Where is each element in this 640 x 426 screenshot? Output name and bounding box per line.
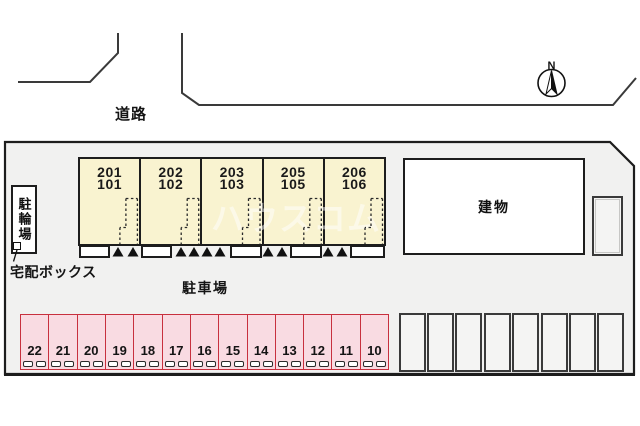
bicycle-parking-label: 駐輪場 xyxy=(16,197,32,242)
unmarked-parking-space xyxy=(512,313,540,372)
porch xyxy=(78,244,111,258)
wheel-stops xyxy=(248,361,275,367)
road-label: 道路 xyxy=(115,106,148,123)
parking-space-number: 18 xyxy=(140,343,156,358)
wheel-stops xyxy=(106,361,133,367)
parking-space: 12 xyxy=(303,315,331,369)
unmarked-parking-space xyxy=(398,313,426,372)
unit-number-lower: 103 xyxy=(219,176,245,192)
wheel-stops xyxy=(219,361,246,367)
unit-number-lower: 102 xyxy=(158,176,184,192)
porch xyxy=(141,244,172,258)
parking-space-number: 14 xyxy=(253,343,269,358)
wheel-stops xyxy=(21,361,48,367)
parking-space-number: 20 xyxy=(84,343,99,358)
delivery-box xyxy=(13,242,21,250)
unit-number-lower: 106 xyxy=(341,176,367,192)
wheel-stops xyxy=(78,361,105,367)
porch xyxy=(290,244,322,258)
delivery-box-label: 宅配ボックス xyxy=(10,264,97,280)
wheel-stops xyxy=(304,361,331,367)
porch xyxy=(230,244,262,258)
porch xyxy=(350,244,385,258)
wheel-stops xyxy=(134,361,161,367)
parking-space-number: 12 xyxy=(310,343,326,358)
wheel-stops xyxy=(276,361,303,367)
parking-space: 17 xyxy=(161,315,190,369)
parking-space-number: 16 xyxy=(197,343,212,358)
watermark: ハウスコム xyxy=(211,200,381,237)
parking-space: 13 xyxy=(274,315,303,369)
parking-space-number: 19 xyxy=(112,343,127,358)
parking-space: 16 xyxy=(189,315,218,369)
numbered-parking-row: 22 21 20 19 18 17 16 15 14 13 12 11 10 xyxy=(20,314,389,370)
side-structure-inner xyxy=(595,199,620,253)
parking-space-number: 21 xyxy=(55,343,71,358)
compass-icon: N xyxy=(537,60,566,98)
road-line-right xyxy=(181,33,637,106)
parking-space: 11 xyxy=(331,315,359,369)
north-needle-left xyxy=(545,70,552,96)
wheel-stops xyxy=(361,361,388,367)
building: 建物 xyxy=(403,158,585,255)
parking-space: 18 xyxy=(133,315,161,369)
unit-number-lower: 101 xyxy=(97,176,123,192)
parking-space: 14 xyxy=(246,315,275,369)
north-needle-right xyxy=(551,70,558,96)
parking-space: 10 xyxy=(359,315,388,369)
unmarked-parking-space xyxy=(540,313,568,372)
parking-space-number: 13 xyxy=(282,343,297,358)
unit-number-lower: 105 xyxy=(280,176,306,192)
unmarked-parking-space xyxy=(597,313,625,372)
parking-space-number: 11 xyxy=(339,343,353,358)
parking-space-number: 17 xyxy=(168,343,184,358)
unmarked-parking-space xyxy=(426,313,454,372)
unmarked-parking-space xyxy=(483,313,511,372)
building-label: 建物 xyxy=(478,198,510,215)
parking-lot-label: 駐車場 xyxy=(182,280,229,296)
unmarked-parking-space xyxy=(455,313,483,372)
parking-space: 21 xyxy=(48,315,76,369)
road-line-left xyxy=(18,33,119,83)
parking-space-number: 15 xyxy=(225,343,241,358)
parking-space-number: 10 xyxy=(367,343,382,358)
parking-space: 20 xyxy=(76,315,105,369)
parking-space: 19 xyxy=(104,315,133,369)
wheel-stops xyxy=(191,361,218,367)
wheel-stops xyxy=(332,361,359,367)
unmarked-parking-space xyxy=(568,313,596,372)
parking-space: 15 xyxy=(218,315,246,369)
parking-space-number: 22 xyxy=(27,343,42,358)
wheel-stops xyxy=(49,361,76,367)
wheel-stops xyxy=(163,361,190,367)
parking-space: 22 xyxy=(21,315,48,369)
side-structure xyxy=(592,196,623,256)
compass-north-label: N xyxy=(548,60,556,72)
